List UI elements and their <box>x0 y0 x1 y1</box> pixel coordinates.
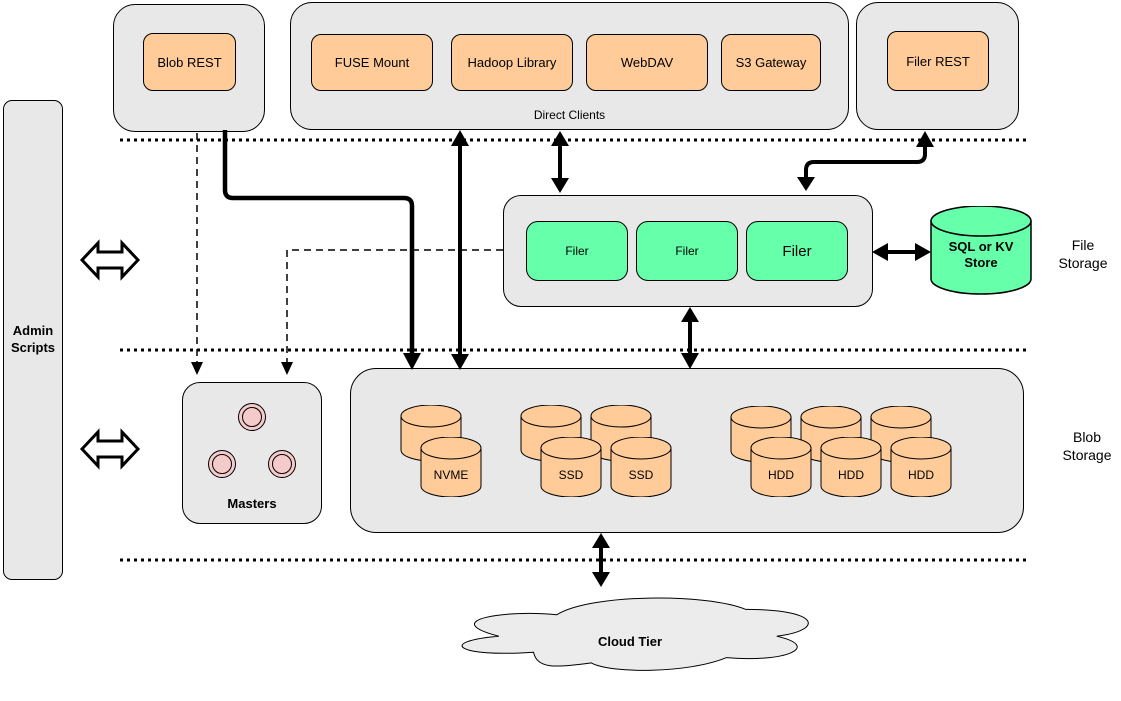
webdav-label: WebDAV <box>620 55 674 70</box>
s3-gateway-label: S3 Gateway <box>735 55 807 70</box>
blob-storage-tier-label: Blob Storage <box>1062 429 1112 464</box>
hdd-volume-cylinder: HDD <box>820 436 882 502</box>
cloud-tier-label: Cloud Tier <box>597 634 663 649</box>
admin-scripts-label: Admin Scripts <box>10 323 56 355</box>
arrowhead-clients-filer-up <box>551 131 569 146</box>
admin-double-arrow-blob-tier-icon <box>79 428 141 470</box>
filer-node-1: Filer <box>526 221 628 281</box>
ssd-label: SSD <box>628 468 654 482</box>
cloud-icon <box>461 597 809 671</box>
hdd-label: HDD <box>768 468 794 482</box>
arrowhead-clients-filer-down <box>551 178 569 193</box>
file-storage-tier-label: File Storage <box>1058 237 1108 272</box>
connector-blobrest-blobstorage <box>222 130 415 354</box>
filer-node-2: Filer <box>636 221 738 281</box>
masters-group: Masters <box>182 382 322 524</box>
master-node-inner-ring <box>272 454 292 474</box>
arrowhead-filer-blobstorage-down <box>681 353 699 369</box>
arrowhead-filer-masters <box>281 362 293 375</box>
webdav-node: WebDAV <box>586 34 708 91</box>
hadoop-library-node: Hadoop Library <box>451 34 573 91</box>
master-node-inner-ring <box>212 454 232 474</box>
filer-label-3: Filer <box>782 242 812 260</box>
hdd-label: HDD <box>908 468 934 482</box>
nvme-label: NVME <box>433 468 469 482</box>
filer-rest-node: Filer REST <box>887 31 989 91</box>
cloud-tier-node: Cloud Tier <box>437 588 823 695</box>
admin-scripts-panel: Admin Scripts <box>3 100 63 580</box>
master-node-icon <box>238 403 266 431</box>
arrowhead-blobrest-masters <box>191 362 203 375</box>
connector-filer-masters-dashed <box>286 249 503 362</box>
blob-rest-label: Blob REST <box>157 54 222 70</box>
filer-rest-label: Filer REST <box>906 53 970 69</box>
arrowhead-clients-blobstorage-up <box>451 130 469 146</box>
s3-gateway-node: S3 Gateway <box>721 34 821 91</box>
filer-group: Filer Filer Filer <box>503 195 873 307</box>
admin-double-arrow-file-tier-icon <box>79 239 141 281</box>
ssd-label: SSD <box>558 468 584 482</box>
arrowhead-filer-sqlstore-left <box>872 243 888 261</box>
database-cylinder-icon <box>930 205 1032 295</box>
arrowhead-blobstorage-cloud-down <box>592 572 610 587</box>
arrowhead-blobstorage-cloud-up <box>592 533 610 548</box>
ssd-volume-cylinder: SSD <box>540 436 602 502</box>
filer-node-3: Filer <box>746 221 848 281</box>
arrowhead-filerrest-filer-down <box>797 177 815 191</box>
arrowhead-filer-sqlstore-right <box>915 243 931 261</box>
hdd-volume-cylinder: HDD <box>890 436 952 502</box>
hdd-label: HDD <box>838 468 864 482</box>
fuse-mount-label: FUSE Mount <box>334 55 410 70</box>
hdd-volume-cylinder: HDD <box>750 436 812 502</box>
sql-kv-store-label: SQL or KV Store <box>948 239 1014 271</box>
arrowhead-filer-blobstorage-up <box>681 307 699 322</box>
ssd-volume-cylinder: SSD <box>610 436 672 502</box>
filer-label-1: Filer <box>565 244 589 258</box>
direct-clients-group: FUSE Mount Hadoop Library WebDAV S3 Gate… <box>290 2 849 130</box>
blob-rest-node: Blob REST <box>143 33 236 91</box>
arrowhead-filerrest-filer-up <box>916 131 934 147</box>
hadoop-library-label: Hadoop Library <box>467 55 557 70</box>
filer-rest-group: Filer REST <box>856 2 1019 130</box>
connector-filerrest-filer <box>804 144 927 178</box>
fuse-mount-node: FUSE Mount <box>311 34 433 91</box>
blob-rest-group: Blob REST <box>113 4 265 132</box>
master-node-inner-ring <box>242 407 262 427</box>
sql-kv-store-node: SQL or KV Store <box>930 205 1032 295</box>
master-node-icon <box>268 450 296 478</box>
master-node-icon <box>208 450 236 478</box>
nvme-volume-cylinder: NVME <box>420 436 482 502</box>
filer-label-2: Filer <box>675 244 699 258</box>
direct-clients-caption: Direct Clients <box>533 108 606 122</box>
masters-label: Masters <box>227 496 277 511</box>
